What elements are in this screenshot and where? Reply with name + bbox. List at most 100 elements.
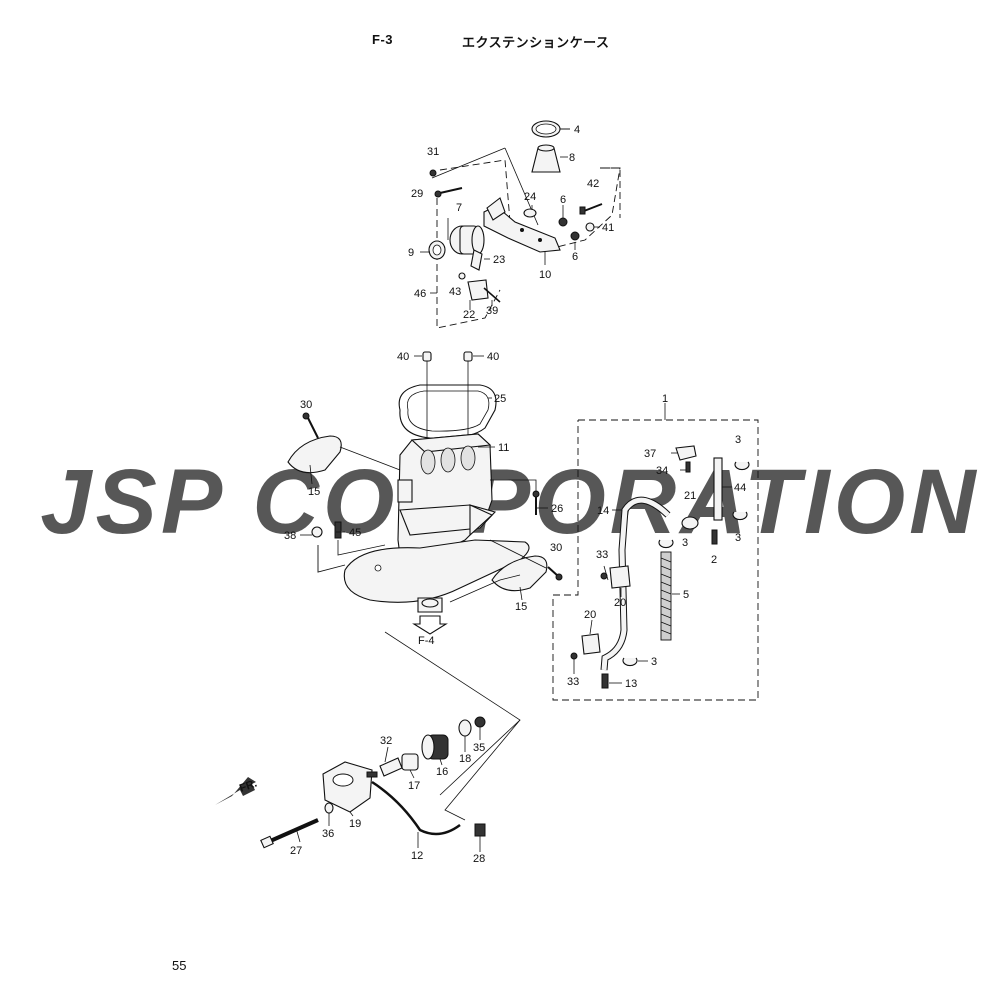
callout-46: 46 [414, 288, 426, 300]
cap [523, 208, 537, 218]
mount-cover-left [287, 435, 342, 474]
callout-28: 28 [473, 853, 485, 865]
hose-clip [734, 461, 750, 471]
washer [458, 719, 472, 737]
pipe [713, 457, 723, 521]
callout-8: 8 [569, 152, 575, 164]
holder [675, 445, 697, 461]
callout-3a: 3 [735, 434, 741, 446]
front-arrow-icon [215, 777, 256, 805]
callout-19: 19 [349, 818, 361, 830]
callout-21: 21 [684, 490, 696, 502]
group-boundary [600, 167, 621, 218]
callout-36: 36 [322, 828, 334, 840]
callout-10: 10 [539, 269, 551, 281]
callout-38: 38 [284, 530, 296, 542]
watermark-text: JSP CORPORATION [40, 451, 979, 553]
plate [467, 279, 489, 301]
callout-33a: 33 [596, 549, 608, 561]
callout-27: 27 [290, 845, 302, 857]
callout-30b: 30 [550, 542, 562, 554]
callout-42: 42 [587, 178, 599, 190]
callout-17: 17 [408, 780, 420, 792]
callout-18: 18 [459, 753, 471, 765]
washer [324, 802, 334, 814]
callout-6b: 6 [572, 251, 578, 263]
nut [558, 217, 568, 227]
callout-3b: 3 [735, 532, 741, 544]
nut [474, 716, 486, 728]
callout-6a: 6 [560, 194, 566, 206]
callout-25: 25 [494, 393, 506, 405]
anode-bolt [334, 521, 342, 539]
callout-labels: 4 8 31 29 24 42 6 41 6 7 9 23 10 43 46 2… [284, 124, 746, 865]
lock-pin [470, 249, 483, 271]
hose-clip [732, 511, 748, 521]
callout-15a: 15 [308, 486, 320, 498]
diagram-code: F-3 [372, 32, 393, 47]
callout-32: 32 [380, 735, 392, 747]
callout-9: 9 [408, 247, 414, 259]
callout-20b: 20 [584, 609, 596, 621]
callout-13: 13 [625, 678, 637, 690]
callout-37: 37 [644, 448, 656, 460]
callout-39: 39 [486, 305, 498, 317]
mount-cover-right [491, 555, 548, 592]
callout-15b: 15 [515, 601, 527, 613]
water-tube-kit [552, 403, 759, 701]
lower-mount-assembly: FR. [215, 716, 486, 849]
joint [711, 529, 718, 545]
case-port [397, 479, 413, 503]
callout-44: 44 [734, 482, 746, 494]
collar [379, 757, 403, 777]
diagram-title: エクステンションケース [462, 35, 610, 50]
nut [570, 231, 580, 241]
callout-14: 14 [597, 505, 609, 517]
upper-bracket-assembly [428, 120, 621, 329]
callout-5: 5 [683, 589, 689, 601]
callout-4: 4 [574, 124, 580, 136]
group-boundary [439, 159, 621, 251]
reference-arrow [412, 615, 448, 635]
callout-41: 41 [602, 222, 614, 234]
hose-clip [658, 539, 674, 549]
callout-26: 26 [551, 503, 563, 515]
hose-clip [622, 657, 638, 667]
spring-protector [660, 551, 672, 641]
tube-bracket [609, 565, 631, 589]
callout-22: 22 [463, 309, 475, 321]
dowel-pin [422, 351, 432, 362]
callout-16: 16 [436, 766, 448, 778]
callout-45: 45 [349, 527, 361, 539]
screw [366, 771, 378, 778]
tube-bracket [581, 633, 601, 655]
ground-wire [371, 780, 461, 836]
callout-23: 23 [493, 254, 505, 266]
callout-3d: 3 [651, 656, 657, 668]
callout-20a: 20 [614, 597, 626, 609]
page-number: 55 [172, 958, 187, 973]
water-tube [601, 497, 670, 671]
gasket [398, 384, 497, 439]
grommet [585, 222, 595, 232]
mount-bolt [260, 835, 274, 849]
mount-bracket [322, 761, 373, 813]
leader-lines [295, 128, 732, 852]
callout-1: 1 [662, 393, 668, 405]
clip [458, 272, 466, 280]
grommet [681, 516, 699, 530]
front-label: FR. [238, 777, 259, 794]
rubber-boot [531, 147, 561, 173]
callout-40b: 40 [487, 351, 499, 363]
callout-24: 24 [524, 191, 536, 203]
callout-30a: 30 [300, 399, 312, 411]
dowel-pin [463, 351, 473, 362]
callout-12: 12 [411, 850, 423, 862]
callout-40a: 40 [397, 351, 409, 363]
callout-34: 34 [656, 465, 668, 477]
callout-31: 31 [427, 146, 439, 158]
watermark: JSP CORPORATION [40, 451, 979, 553]
callout-29: 29 [411, 188, 423, 200]
callout-7: 7 [456, 202, 462, 214]
callout-3c: 3 [682, 537, 688, 549]
